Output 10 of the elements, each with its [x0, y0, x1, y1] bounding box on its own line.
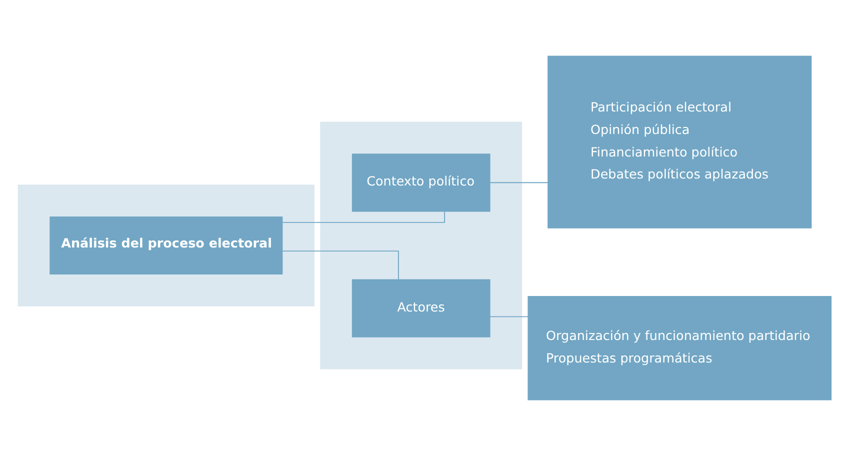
node-box: Análisis del proceso electoral — [50, 216, 283, 275]
node-box: Contexto político — [352, 154, 490, 212]
connector — [490, 316, 529, 318]
cluster — [320, 122, 522, 370]
node-box: Actores — [352, 279, 490, 338]
connector — [490, 182, 548, 184]
connector — [282, 250, 399, 280]
node-box: Participación electoral Opinión pública Financiamiento político Debates políticos aplazados — [548, 56, 812, 228]
node-box: Organización y funcionamiento partidario Propuestas programáticas — [528, 296, 832, 400]
cluster — [18, 184, 315, 306]
